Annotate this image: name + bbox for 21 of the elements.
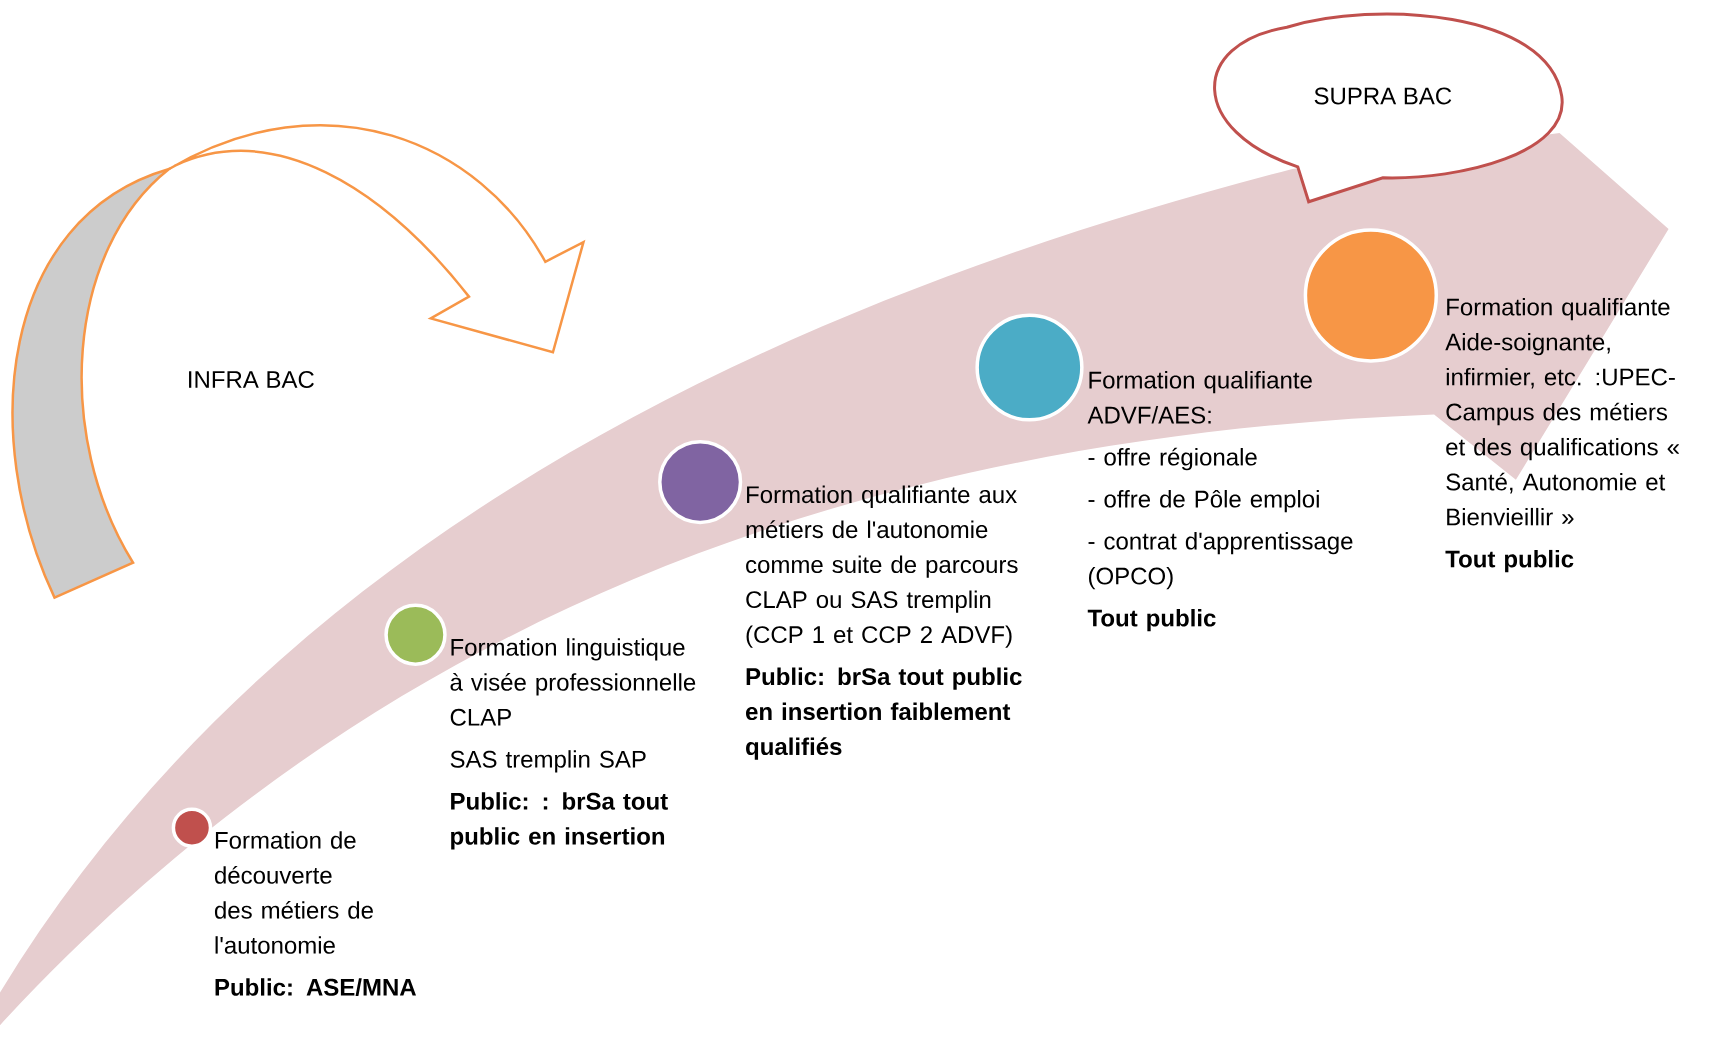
step-description: Public: : brSa tout public en insertion <box>451 792 668 850</box>
step-description: Public: ASE/MNA <box>215 978 416 997</box>
step-description: Formation de découverte des métiers de l'autonomie <box>214 831 373 954</box>
step-description: Formation qualifiante aux métiers de l'autonomie comme suite de parcours CLAP ou SAS tremplin (CCP 1 et CCP 2 ADVF) <box>746 485 1018 648</box>
milestone-dot <box>1303 228 1439 363</box>
step-description: Formation qualifiante ADVF/AES: <box>1087 371 1312 424</box>
speech-bubble: SUPRA BAC <box>1213 12 1564 204</box>
milestone-dot <box>171 807 213 849</box>
step-description: SAS tremplin SAP <box>450 750 646 773</box>
milestone-dot <box>658 439 743 525</box>
step-description: - offre régionale <box>1088 447 1257 471</box>
step-description: Formation linguistique à visée professionnelle CLAP <box>450 638 696 726</box>
milestone-dot <box>384 603 447 666</box>
step-description: Tout public <box>1087 609 1216 632</box>
step-description: Public: brSa tout public en insertion faiblement qualifiés <box>746 667 1022 760</box>
stage-label: INFRA BAC <box>189 371 314 388</box>
step-description: - offre de Pôle emploi <box>1088 489 1319 513</box>
step-description: Formation qualifiante Aide-soignante, infirmier, etc. :UPEC- Campus des métiers et des qualifications « Santé, Autonomie et Bienvieillir » <box>1445 297 1679 526</box>
step-description: Tout public <box>1445 549 1574 573</box>
step-description: - contrat d'apprentissage (OPCO) <box>1088 532 1353 590</box>
milestone-dot <box>975 313 1084 422</box>
